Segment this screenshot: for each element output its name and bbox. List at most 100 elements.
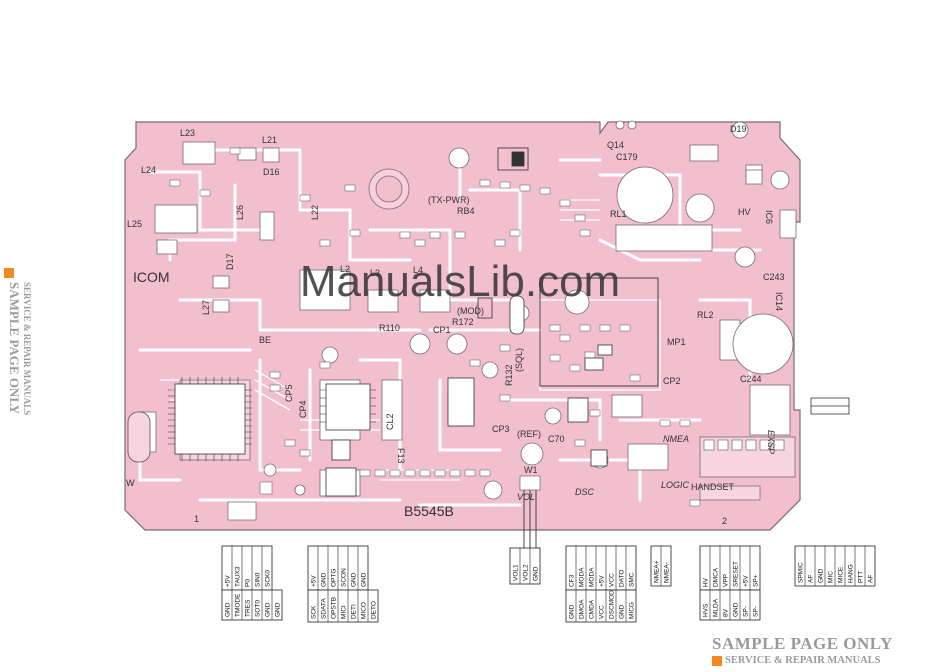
label-l25: L25 bbox=[127, 219, 142, 229]
pin-label: PTT bbox=[857, 571, 864, 583]
label-hv: HV bbox=[738, 207, 751, 217]
pin-label: NMEA+ bbox=[653, 560, 660, 583]
label-w1: W1 bbox=[524, 465, 538, 475]
pin-label: DMOA bbox=[578, 599, 585, 619]
label-cp4: CP4 bbox=[298, 400, 308, 418]
pin-label: SIN0 bbox=[254, 572, 261, 587]
pin-label: GND bbox=[320, 572, 327, 587]
label-c243: C243 bbox=[763, 272, 785, 282]
pin-label: GND bbox=[360, 572, 367, 587]
pin-label: GND bbox=[274, 602, 281, 617]
center-watermark: ManualsLib.com bbox=[300, 257, 620, 306]
pin-label: MODA bbox=[588, 567, 595, 587]
pin-label: SRESET bbox=[732, 561, 739, 587]
pin-label: +5V bbox=[742, 575, 749, 587]
footer-line1: SAMPLE PAGE ONLY bbox=[712, 634, 893, 653]
label-r132: R132 bbox=[504, 364, 514, 386]
pin-label: MODA bbox=[578, 567, 585, 587]
pcb-outline bbox=[124, 121, 801, 531]
pin-label: +5V bbox=[224, 575, 231, 587]
pin-label: TRES bbox=[244, 599, 251, 617]
label-l2: L2 bbox=[340, 264, 350, 274]
label-l27: L27 bbox=[201, 300, 211, 315]
stamp-icon bbox=[712, 655, 722, 666]
label-sql: (SQL) bbox=[514, 348, 524, 372]
label-logic: LOGIC bbox=[661, 480, 690, 490]
pin-label: GND bbox=[618, 604, 625, 619]
pin-label: MICI bbox=[340, 605, 347, 619]
pin-label: CF3 bbox=[568, 574, 575, 587]
label-cp1: CP1 bbox=[433, 325, 451, 335]
pin-label: GND bbox=[224, 602, 231, 617]
cpu-ic bbox=[174, 383, 246, 455]
pin-label: VCC bbox=[608, 573, 615, 587]
pin-label: DETO bbox=[370, 601, 377, 619]
pin-label: SP+ bbox=[752, 574, 759, 587]
ic-cp4 bbox=[325, 383, 371, 431]
pin-label: MIC bbox=[827, 571, 834, 583]
pin-label: HV bbox=[702, 577, 709, 587]
label-nmea: NMEA bbox=[663, 434, 689, 444]
pin-label: VOL1 bbox=[512, 564, 519, 581]
round-components bbox=[263, 120, 794, 500]
legend-box bbox=[810, 397, 850, 415]
label-l3: L3 bbox=[370, 268, 380, 278]
pin-label: DSCMOD bbox=[608, 590, 615, 619]
vol-wires bbox=[523, 490, 537, 548]
board-model: B5545B bbox=[404, 503, 454, 519]
label-cp3: CP3 bbox=[492, 424, 510, 434]
label-j1: 1 bbox=[194, 514, 199, 524]
label-exsp: EXSP bbox=[766, 430, 776, 454]
stamp-icon bbox=[4, 268, 14, 278]
label-d16: D16 bbox=[263, 167, 280, 177]
crystal bbox=[127, 411, 151, 463]
label-dsc: DSC bbox=[575, 487, 595, 497]
pin-label: SDATA bbox=[320, 598, 327, 619]
pin-label: DMCA bbox=[712, 567, 719, 587]
pin-label: MLDA bbox=[712, 598, 719, 617]
pin-label: SP- bbox=[752, 606, 759, 617]
side-watermark-line2: SERVICE & REPAIR MANUALS bbox=[22, 282, 32, 415]
pin-label: GND bbox=[732, 602, 739, 617]
label-l26: L26 bbox=[235, 205, 245, 220]
pad-l23 bbox=[182, 141, 216, 165]
brand-logo-text: ICOM bbox=[133, 269, 170, 285]
pin-label: SOT0 bbox=[254, 600, 261, 617]
footer-watermark: SAMPLE PAGE ONLY SERVICE & REPAIR MANUAL… bbox=[712, 634, 944, 670]
pin-label: HANG bbox=[847, 564, 854, 583]
pin-label: GND bbox=[350, 572, 357, 587]
pin-label: NMEA- bbox=[663, 562, 670, 583]
pin-label: MICE bbox=[837, 566, 844, 583]
side-watermark-line1: SAMPLE PAGE ONLY bbox=[7, 282, 22, 415]
label-cp2: CP2 bbox=[663, 376, 681, 386]
label-ref: (REF) bbox=[517, 429, 541, 439]
label-rl2: RL2 bbox=[697, 310, 714, 320]
pin-label: VOL2 bbox=[522, 564, 529, 581]
pin-label: GND bbox=[532, 566, 539, 581]
label-j2: 2 bbox=[722, 516, 727, 526]
pin-label: P0 bbox=[244, 579, 251, 587]
label-be: BE bbox=[259, 335, 271, 345]
pin-label: HVS bbox=[702, 603, 709, 617]
label-l24: L24 bbox=[141, 165, 156, 175]
j4-pins: NMEA+NMEA- bbox=[650, 545, 672, 587]
label-rb4: RB4 bbox=[457, 206, 475, 216]
label-w: W bbox=[126, 478, 135, 488]
pin-label: GND bbox=[264, 602, 271, 617]
label-r110: R110 bbox=[379, 323, 400, 333]
pin-label: VPP bbox=[722, 574, 729, 587]
pin-label: OPSTB bbox=[330, 597, 337, 619]
pin-label: SCK bbox=[310, 605, 317, 619]
label-l21: L21 bbox=[262, 135, 277, 145]
